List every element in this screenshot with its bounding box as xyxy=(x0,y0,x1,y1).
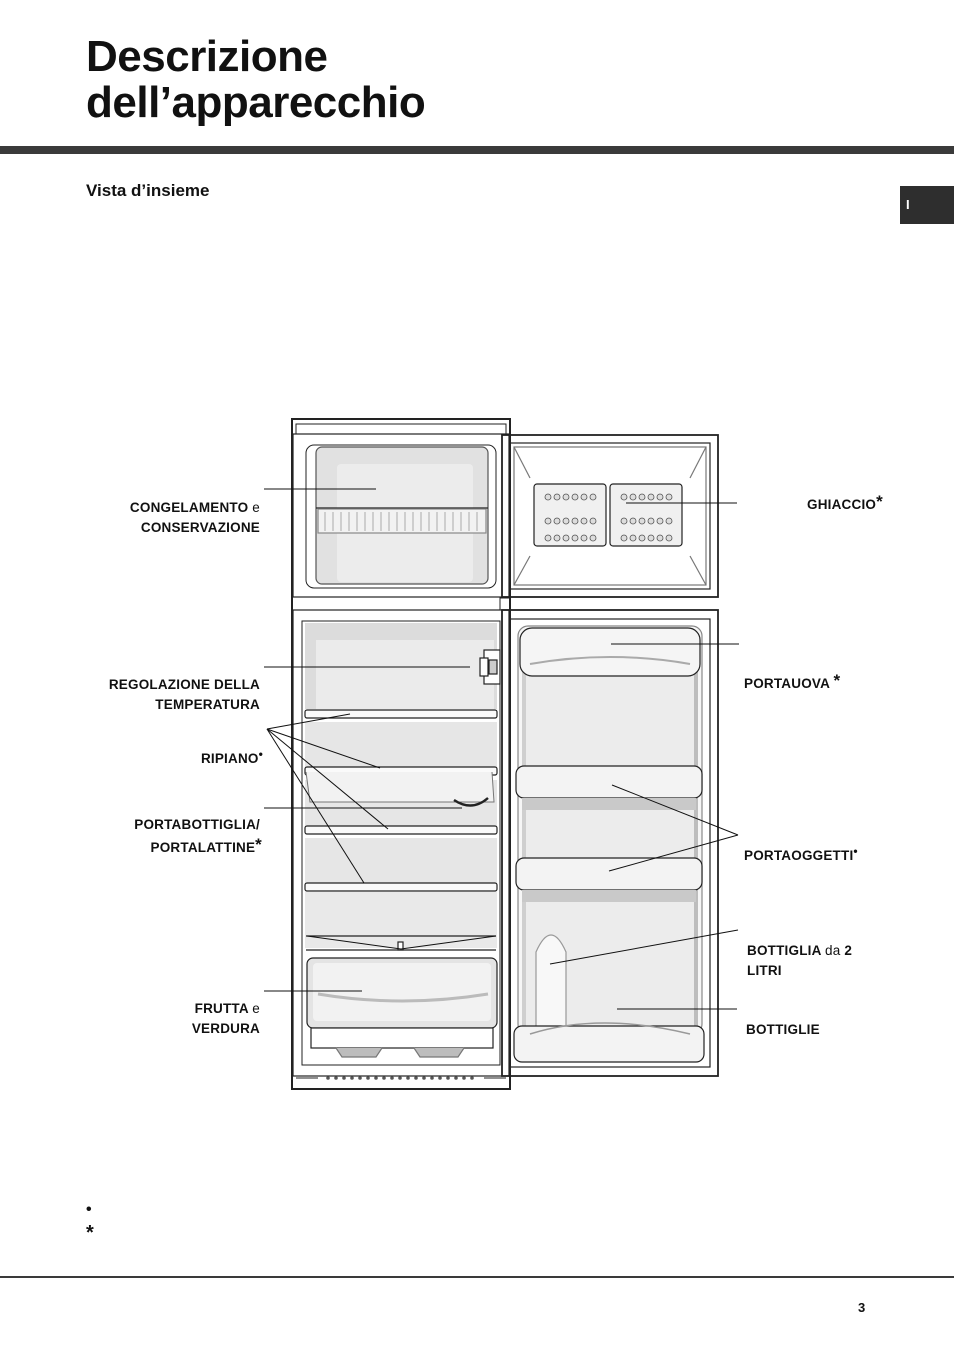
label-ghiaccio-mark: * xyxy=(876,492,883,511)
label-ghiaccio-text: GHIACCIO xyxy=(807,497,877,512)
leader-crisper-a xyxy=(306,935,402,950)
label-bottiglia-bold: BOTTIGLIA xyxy=(747,943,822,958)
fridge-compartment xyxy=(292,609,510,1077)
label-portauova-mark: * xyxy=(833,671,841,690)
label-portaoggetti-text: PORTAOGGETTI xyxy=(744,848,854,863)
label-portabottiglia-line1: PORTABOTTIGLIA/ xyxy=(134,817,260,832)
page-title-line-1: Descrizione xyxy=(86,32,328,81)
label-ripiano-text: RIPIANO xyxy=(200,751,259,766)
egg-tray xyxy=(519,627,701,677)
footnote-star: * xyxy=(86,1222,94,1244)
freezer-door xyxy=(501,434,719,598)
door-bin-2 xyxy=(515,857,703,891)
page-title: Descrizione dell’apparecchio xyxy=(86,32,426,127)
shelf-3 xyxy=(304,825,498,835)
bottle-bin xyxy=(513,1025,705,1063)
door-bin-1 xyxy=(515,765,703,799)
label-congelamento: CONGELAMENTO e CONSERVAZIONE xyxy=(130,498,260,537)
leader-ripiano-4 xyxy=(266,728,365,884)
label-congelamento-conj: e xyxy=(252,500,260,515)
label-verdura: VERDURA xyxy=(191,1020,260,1036)
label-regolazione-line1: REGOLAZIONE DELLA xyxy=(108,677,260,692)
freezer-compartment xyxy=(292,433,510,598)
label-frutta-bold: FRUTTA xyxy=(194,1001,249,1016)
footnote-bullet: • xyxy=(86,1201,92,1218)
label-portauova-text: PORTAUOVA xyxy=(744,676,830,691)
large-bottle xyxy=(535,934,567,1034)
leader-ripiano-1 xyxy=(266,713,351,730)
section-subtitle: Vista d’insieme xyxy=(86,181,210,200)
label-bottiglie: BOTTIGLIE xyxy=(746,1020,820,1040)
bottle-holder xyxy=(453,797,489,807)
label-portauova: PORTAUOVA * xyxy=(744,671,840,694)
label-ripiano-mark: • xyxy=(258,747,263,761)
leader-portaoggetti-2 xyxy=(608,834,739,872)
label-portabottiglia-line2: PORTALATTINE xyxy=(150,839,256,855)
label-regolazione-line2: TEMPERATURA xyxy=(155,696,260,712)
label-portabottiglia-mark: * xyxy=(255,834,262,854)
language-tab: I xyxy=(900,186,954,224)
label-conservazione: CONSERVAZIONE xyxy=(140,519,260,535)
leader-bottiglia xyxy=(549,929,739,965)
label-bottiglia-line2: LITRI xyxy=(747,962,782,978)
label-bottiglia-conj: da xyxy=(825,943,841,958)
leader-portaoggetti-1 xyxy=(611,784,739,836)
fridge-door xyxy=(501,609,719,1077)
header-rule xyxy=(0,146,954,154)
ice-tray-right xyxy=(609,483,683,547)
label-frutta-conj: e xyxy=(252,1001,260,1016)
shelf-4 xyxy=(304,882,498,892)
label-frutta: FRUTTA e VERDURA xyxy=(192,999,260,1038)
freezer-grid-shelf xyxy=(317,508,487,534)
label-portaoggetti: PORTAOGGETTI• xyxy=(744,842,858,866)
label-bottiglie-text: BOTTIGLIE xyxy=(746,1022,820,1037)
page-number: 3 xyxy=(858,1300,866,1315)
leader-ripiano-2 xyxy=(266,728,381,769)
label-congelamento-bold: CONGELAMENTO xyxy=(129,500,249,515)
label-portabottiglia: PORTABOTTIGLIA/ PORTALATTINE* xyxy=(134,815,262,857)
label-bottiglia: BOTTIGLIA da 2 LITRI xyxy=(747,941,852,980)
label-portaoggetti-mark: • xyxy=(853,844,858,858)
label-ripiano: RIPIANO• xyxy=(201,745,263,769)
label-regolazione: REGOLAZIONE DELLA TEMPERATURA xyxy=(109,675,260,714)
label-bottiglia-number: 2 xyxy=(844,943,853,958)
leader-crisper-b xyxy=(400,935,497,950)
footer-rule xyxy=(0,1276,954,1278)
ice-tray-left xyxy=(533,483,607,547)
leader-ripiano-3 xyxy=(266,728,389,830)
shelf-1 xyxy=(304,709,498,719)
page-title-line-2: dell’apparecchio xyxy=(86,78,426,127)
label-ghiaccio: GHIACCIO* xyxy=(807,492,883,515)
